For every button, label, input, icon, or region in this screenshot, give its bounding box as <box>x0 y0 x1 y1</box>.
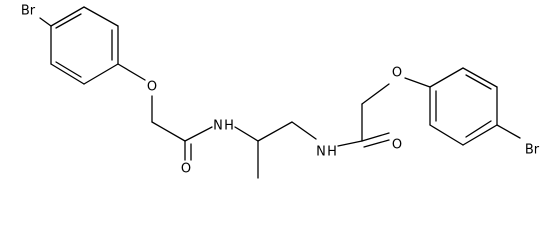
bond <box>429 124 464 146</box>
bond-c-br-right <box>496 124 521 139</box>
bond-co-nh-left <box>184 126 213 142</box>
bromine-label-left: Br <box>21 4 36 19</box>
double-bond-inner <box>465 74 492 90</box>
bond <box>462 124 498 146</box>
chemical-structure-diagram: Br O N H O N H O O Br <box>21 4 540 179</box>
bond <box>50 6 85 27</box>
bond-ring-o-left <box>117 63 146 81</box>
bond-c-br-left <box>39 17 52 27</box>
bond-ch-ch2 <box>257 121 293 142</box>
ether-oxygen-label-left: O <box>147 80 157 95</box>
bond-ch2-o-right <box>361 83 390 105</box>
bond <box>83 63 119 85</box>
bond-ch2-nh-right <box>291 121 317 140</box>
bond-o-ring-right <box>404 77 431 88</box>
bond-ch2-co-left <box>151 121 186 142</box>
bond <box>50 63 85 85</box>
bond-nh-ch <box>234 126 259 142</box>
bond <box>462 67 498 88</box>
right-benzene-ring <box>429 67 498 146</box>
bromine-label-right: Br <box>525 143 540 158</box>
double-bond-inner <box>55 61 82 78</box>
ether-oxygen-label-right: O <box>392 66 402 81</box>
double-bond-inner <box>55 13 82 29</box>
amide-nitrogen-label-right: N <box>316 145 326 160</box>
carbonyl-oxygen-label-right: O <box>392 138 402 153</box>
amide-nitrogen-label-left: N <box>213 119 223 134</box>
left-benzene-ring <box>50 6 119 85</box>
bond <box>429 67 464 88</box>
double-bond-inner <box>465 120 492 138</box>
carbonyl-oxygen-label-left: O <box>181 162 191 177</box>
amide-hydrogen-label-right: H <box>327 145 337 160</box>
bond-nh-co-right <box>337 140 363 147</box>
carbonyl-bond-right-b <box>363 139 390 148</box>
bond <box>83 6 119 27</box>
carbonyl-bond-right-a <box>361 132 390 142</box>
amide-hydrogen-label-left: H <box>224 119 234 134</box>
